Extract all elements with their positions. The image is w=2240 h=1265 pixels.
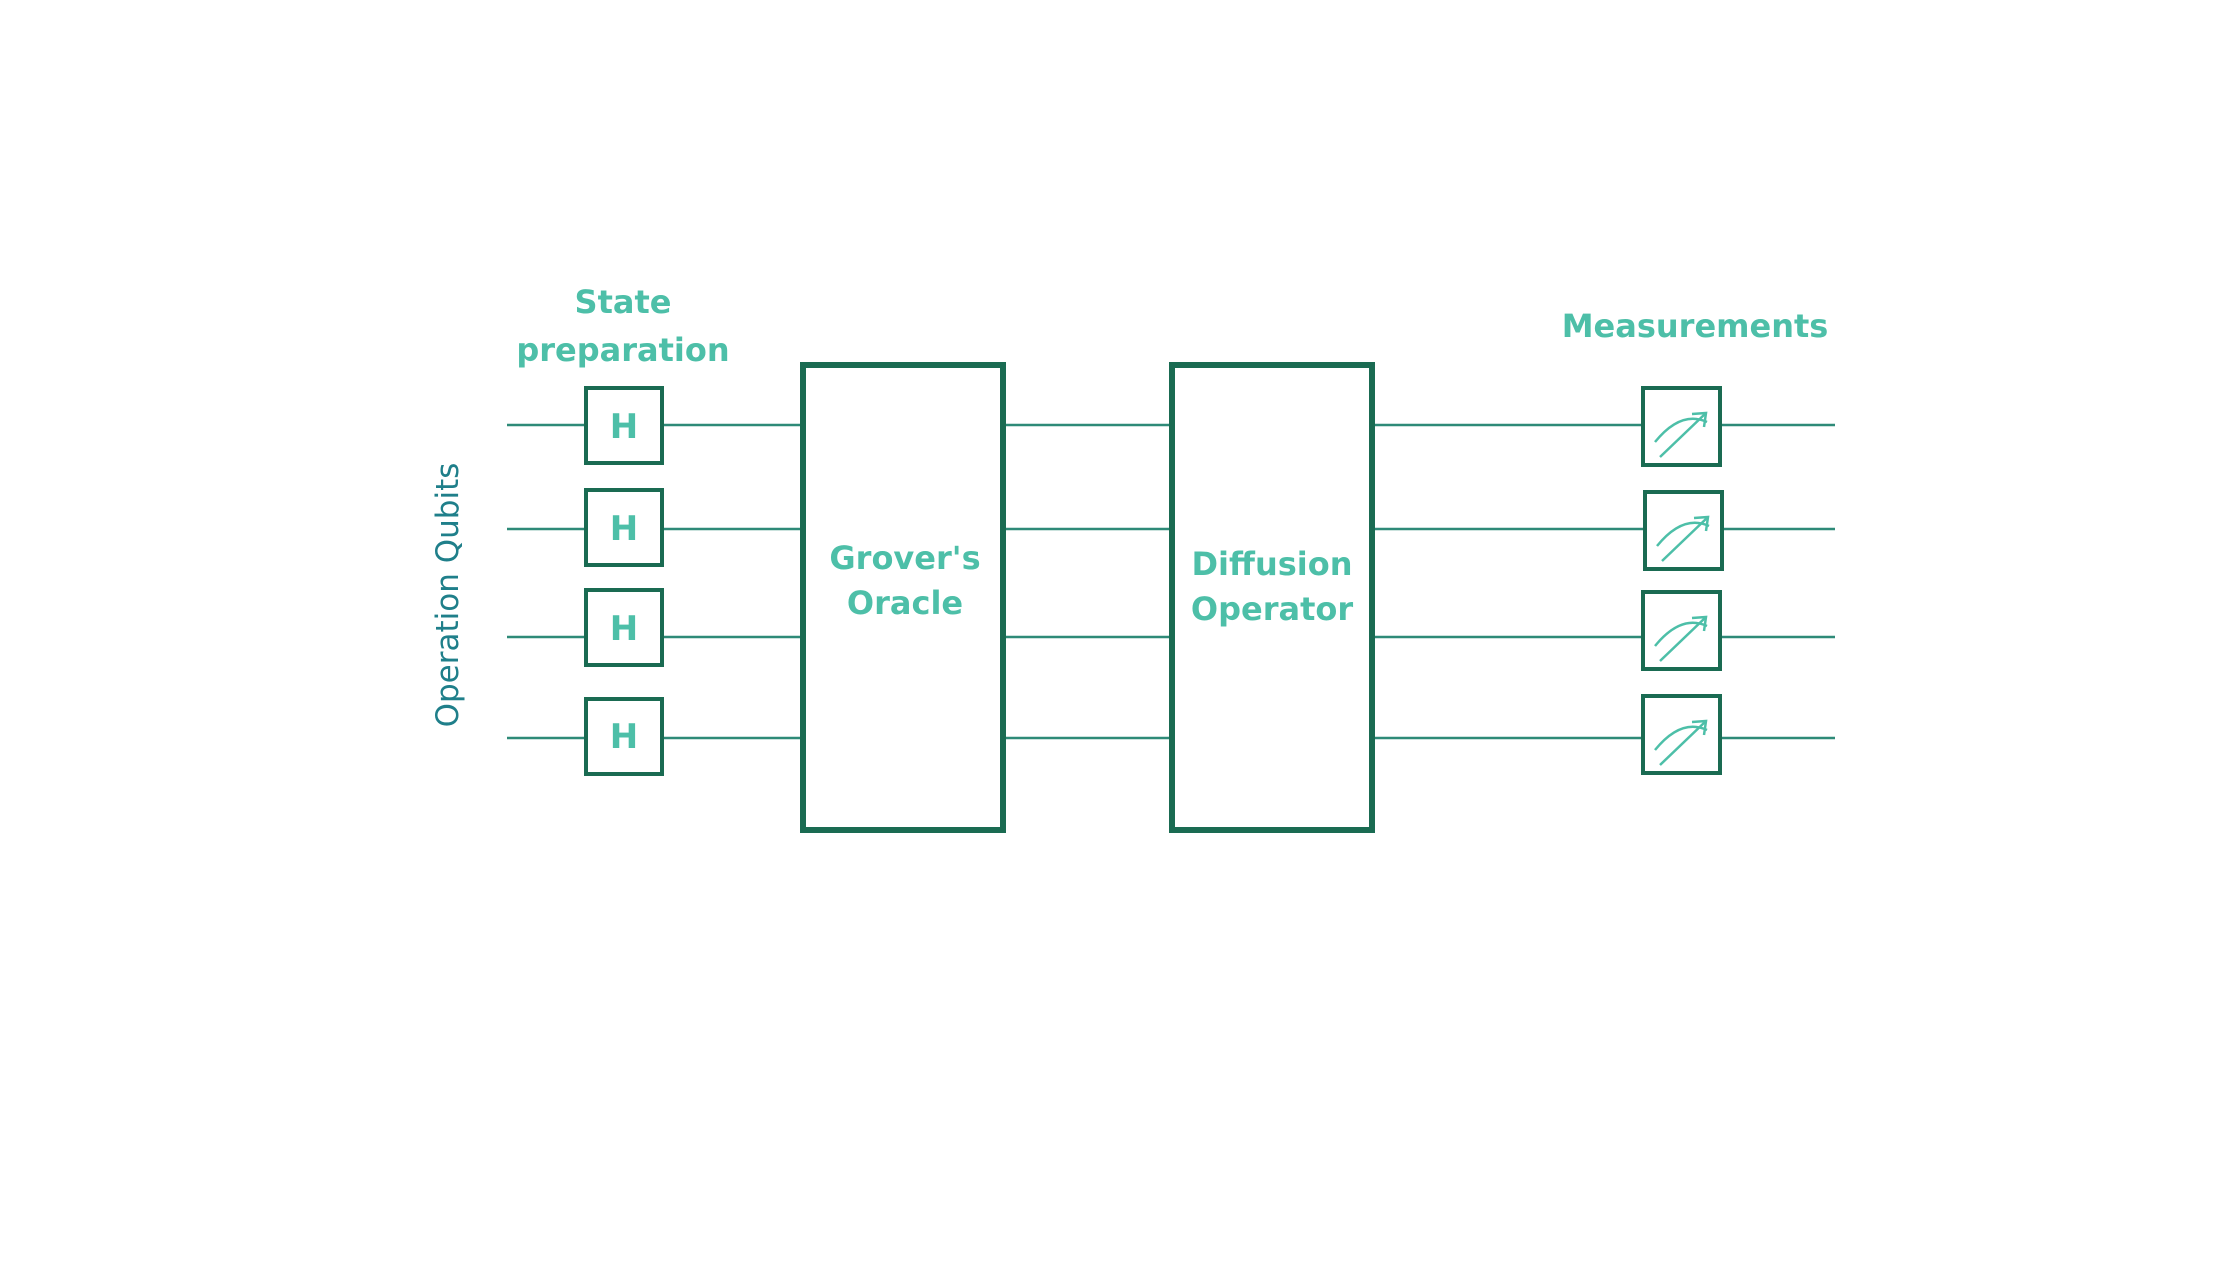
hadamard-gate-4: H	[584, 697, 664, 776]
state-preparation-label-line2: preparation	[516, 331, 729, 369]
diffusion-operator-block: Diffusion Operator	[1169, 362, 1375, 833]
operation-qubits-label: Operation Qubits	[430, 463, 466, 728]
measurement-gate-2	[1643, 490, 1724, 571]
oracle-label-line2: Oracle	[847, 584, 963, 622]
meter-icon	[1656, 515, 1710, 562]
state-preparation-label-line1: State	[575, 283, 672, 321]
hadamard-gate-2: H	[584, 488, 664, 567]
grovers-oracle-block: Grover's Oracle	[800, 362, 1006, 833]
measurement-gates	[1641, 386, 1724, 775]
hadamard-gate-1: H	[584, 386, 664, 465]
hadamard-gate-label: H	[610, 717, 638, 757]
hadamard-gate-label: H	[610, 609, 638, 649]
meter-icon	[1654, 719, 1708, 766]
measurement-gate-1	[1641, 386, 1722, 467]
diffusion-label-line2: Operator	[1191, 590, 1353, 628]
measurement-gate-3	[1641, 590, 1722, 671]
measurement-gate-4	[1641, 694, 1722, 775]
qubit-wires	[507, 423, 1835, 740]
hadamard-gate-3: H	[584, 588, 664, 667]
meter-icon	[1654, 615, 1708, 662]
hadamard-gate-label: H	[610, 509, 638, 549]
diffusion-label-line1: Diffusion	[1191, 545, 1352, 583]
hadamard-gates: H H H H	[584, 386, 664, 776]
oracle-label-line1: Grover's	[829, 539, 980, 577]
meter-icon	[1654, 411, 1708, 458]
measurements-label: Measurements	[1562, 307, 1829, 345]
hadamard-gate-label: H	[610, 407, 638, 447]
